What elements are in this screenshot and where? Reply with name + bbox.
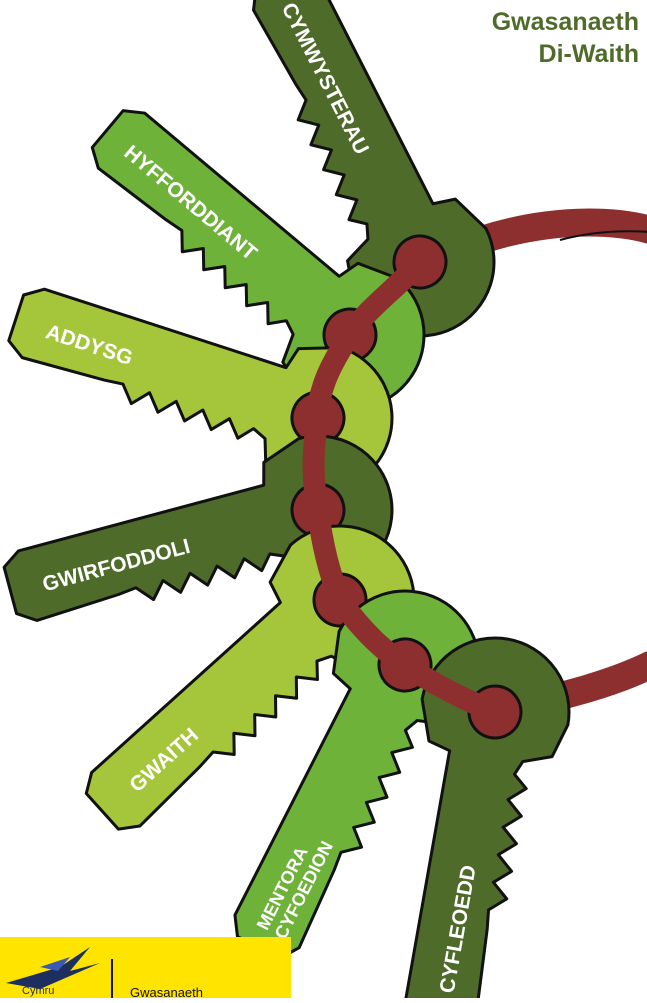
logo-text: Cymru (22, 985, 54, 997)
footer-caption: Gwasanaeth (130, 985, 203, 998)
page-title: Gwasanaeth Di-Waith (492, 6, 639, 70)
title-line-1: Gwasanaeth (492, 6, 639, 38)
title-line-2: Di-Waith (492, 38, 639, 70)
footer-banner: Cymru Gwasanaeth (0, 937, 291, 998)
cymru-logo-icon (6, 947, 100, 989)
